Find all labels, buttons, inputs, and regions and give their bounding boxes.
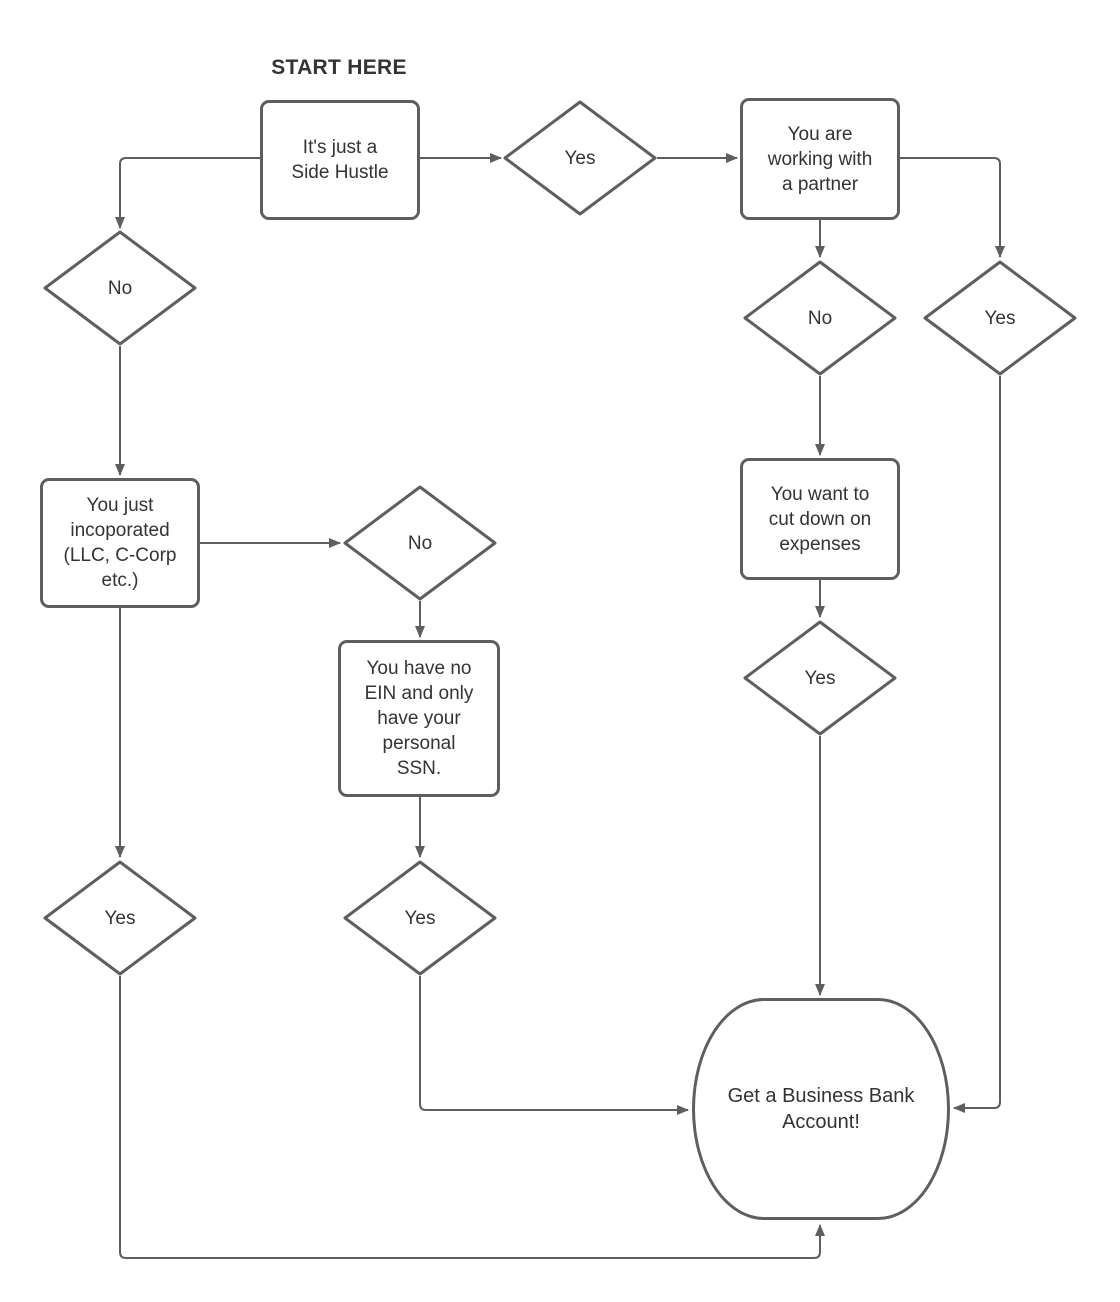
node-decision-yes-bottom-mid: Yes	[343, 860, 497, 976]
node-expenses-label: You want to cut down on expenses	[768, 483, 872, 555]
connector-partner-to-yes-right	[900, 157, 1005, 258]
node-decision-yes-expenses-label: Yes	[804, 667, 836, 689]
start-here-label: START HERE	[271, 56, 407, 79]
node-decision-yes-top: Yes	[503, 100, 657, 216]
node-decision-yes-bottom-left-label: Yes	[104, 907, 136, 929]
node-decision-no-right-label: No	[807, 307, 833, 329]
node-decision-no-right: No	[743, 260, 897, 376]
node-ein: You have no EIN and only have your perso…	[338, 640, 500, 797]
node-decision-yes-expenses: Yes	[743, 620, 897, 736]
connector-yes-right-to-bank-right	[953, 376, 1001, 1113]
node-incorporated: You just incoporated (LLC, C-Corp etc.)	[40, 478, 200, 608]
diamond-shape	[43, 230, 197, 346]
diamond-shape	[743, 620, 897, 736]
node-bank-account: Get a Business Bank Account!	[692, 998, 950, 1220]
node-incorporated-label: You just incoporated (LLC, C-Corp etc.)	[63, 495, 177, 591]
node-decision-no-mid-label: No	[407, 532, 433, 554]
node-decision-yes-bottom-left: Yes	[43, 860, 197, 976]
node-ein-label: You have no EIN and only have your perso…	[364, 658, 474, 779]
diamond-shape	[43, 860, 197, 976]
node-partner-label: You are working with a partner	[767, 123, 873, 195]
node-decision-no-left: No	[43, 230, 197, 346]
node-decision-yes-bottom-mid-label: Yes	[404, 907, 436, 929]
diamond-shape	[923, 260, 1077, 376]
node-decision-yes-top-label: Yes	[564, 147, 596, 169]
node-side-hustle: It's just a Side Hustle	[260, 100, 420, 220]
diamond-shape	[343, 485, 497, 601]
diamond-shape	[743, 260, 897, 376]
node-bank-account-label: Get a Business Bank Account!	[727, 1085, 915, 1133]
node-partner: You are working with a partner	[740, 98, 900, 220]
diamond-shape	[503, 100, 657, 216]
diamond-shape	[343, 860, 497, 976]
connector-yes-bottom-mid-to-bank-left	[419, 976, 689, 1115]
node-decision-yes-right: Yes	[923, 260, 1077, 376]
connector-yes-bottom-left-to-bank-bottom	[119, 976, 825, 1259]
node-side-hustle-label: It's just a Side Hustle	[291, 137, 389, 183]
node-expenses: You want to cut down on expenses	[740, 458, 900, 580]
node-decision-yes-right-label: Yes	[984, 307, 1016, 329]
connector-side-hustle-to-no-left	[115, 157, 260, 229]
node-decision-no-left-label: No	[107, 277, 133, 299]
node-decision-no-mid: No	[343, 485, 497, 601]
